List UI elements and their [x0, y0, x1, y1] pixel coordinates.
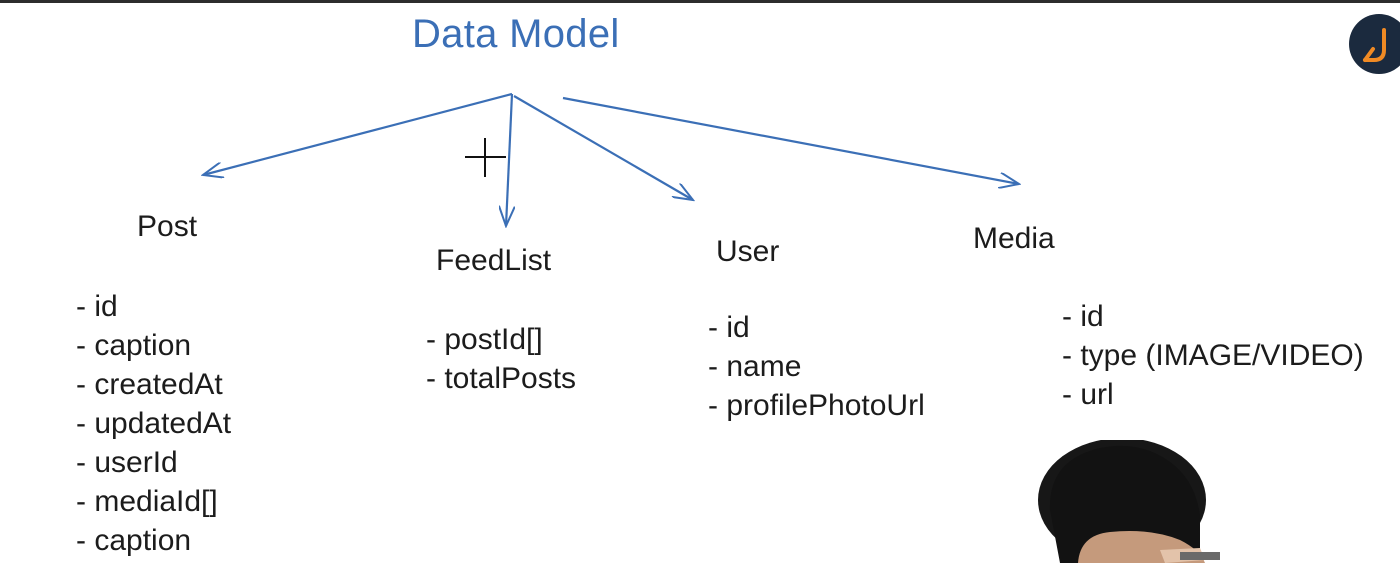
entity-feedlist-name: FeedList	[436, 244, 552, 277]
field-item: name	[708, 347, 925, 386]
arrow-to-media	[562, 96, 1019, 184]
arrow-to-feedlist	[506, 93, 512, 226]
field-item: id	[1062, 297, 1364, 336]
entity-media-fields: id type (IMAGE/VIDEO) url	[1062, 297, 1364, 414]
field-item: mediaId[]	[76, 482, 231, 521]
field-item: type (IMAGE/VIDEO)	[1062, 336, 1363, 375]
entity-media-name: Media	[973, 222, 1055, 255]
field-item: url	[1062, 375, 1364, 414]
crosshair-cursor-icon	[465, 138, 506, 177]
field-item: postId[]	[426, 320, 576, 359]
entity-post-name: Post	[137, 210, 198, 243]
top-border	[0, 0, 1400, 3]
logo-mark-icon	[1363, 28, 1386, 62]
channel-logo-icon	[1349, 14, 1400, 74]
field-item: id	[76, 287, 231, 326]
arrow-to-user	[513, 95, 693, 200]
entity-user-fields: id name profilePhotoUrl	[708, 308, 925, 425]
field-item: caption	[76, 521, 231, 560]
field-item: totalPosts	[426, 359, 576, 398]
field-item: id	[708, 308, 925, 347]
field-item: updatedAt	[76, 404, 231, 443]
field-item: profilePhotoUrl	[708, 386, 924, 425]
field-item: caption	[76, 326, 231, 365]
arrow-to-post	[203, 92, 513, 175]
entity-feedlist-fields: postId[] totalPosts	[426, 320, 576, 398]
field-item: userId	[76, 443, 231, 482]
field-item: createdAt	[76, 365, 231, 404]
diagram-title: Data Model	[412, 12, 620, 56]
entity-user-name: User	[716, 235, 780, 268]
presenter-webcam-icon	[1038, 440, 1220, 563]
entity-post-fields: id caption createdAt updatedAt userId me…	[76, 287, 231, 560]
